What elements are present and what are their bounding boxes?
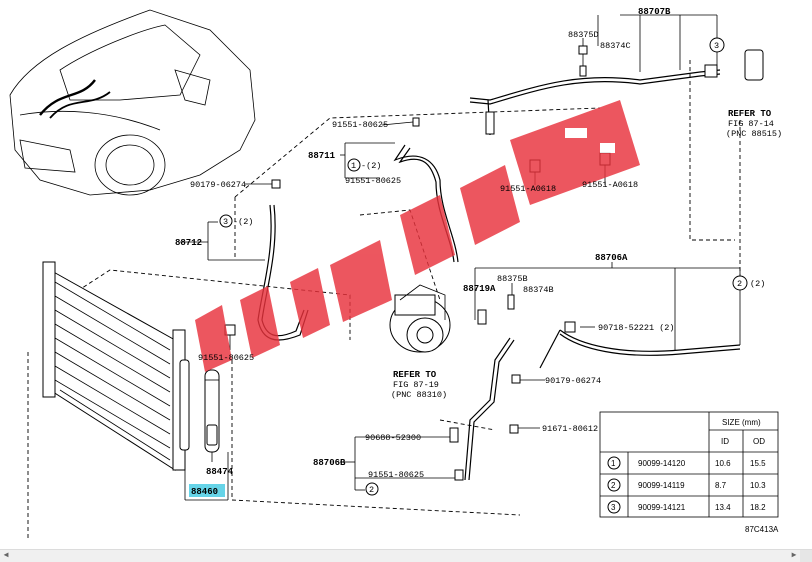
label-88707B[interactable]: 88707B — [638, 7, 671, 17]
refer-mid-line2: FIG 87-19 — [393, 380, 439, 390]
table-row: 2 90099-14119 8.7 10.3 — [607, 478, 766, 492]
svg-text:2: 2 — [611, 481, 616, 490]
svg-text:90099-14120: 90099-14120 — [638, 459, 686, 468]
pipe-88707B — [469, 69, 721, 136]
refer-top-line3: (PNC 88515) — [726, 129, 782, 139]
label-88712[interactable]: 88712 — [175, 238, 202, 248]
label-88719A[interactable]: 88719A — [463, 284, 496, 294]
label-91551-80625-c[interactable]: 91551-80625 — [198, 353, 254, 363]
label-91551-80625-b[interactable]: 91551-80625 — [345, 176, 401, 186]
svg-text:10.3: 10.3 — [750, 481, 766, 490]
svg-text:-(2): -(2) — [361, 161, 381, 171]
refer-top-line2: FIG 87-14 — [728, 119, 774, 129]
compressor-unit — [389, 284, 451, 353]
svg-text:3: 3 — [611, 503, 616, 512]
label-91551-80625-top[interactable]: 91551-80625 — [332, 120, 388, 130]
scroll-left-arrow-icon[interactable]: ◀ — [3, 551, 9, 560]
label-91551-A0618-b[interactable]: 91551-A0618 — [582, 180, 638, 190]
pipe-88706B — [464, 337, 515, 481]
label-90179-06274-a[interactable]: 90179-06274 — [190, 180, 246, 190]
watermark-logo — [195, 100, 640, 372]
scrollbar-corner — [800, 550, 812, 562]
hose-size-table: SIZE (mm) ID OD 1 90099-14120 10.6 15.5 … — [599, 411, 779, 518]
label-91671-80612[interactable]: 91671-80612 — [542, 424, 598, 434]
label-91551-80625-d[interactable]: 91551-80625 — [368, 470, 424, 480]
label-88460[interactable]: 88460 — [191, 487, 218, 497]
svg-text:18.2: 18.2 — [750, 503, 766, 512]
refer-mid-line3: (PNC 88310) — [391, 390, 447, 400]
label-90688-52300[interactable]: 90688-52300 — [365, 433, 421, 443]
label-91551-A0618-a[interactable]: 91551-A0618 — [500, 184, 556, 194]
refer-mid-line1: REFER TO — [393, 370, 437, 380]
refer-top-line1: REFER TO — [728, 109, 772, 119]
table-header-od: OD — [753, 437, 765, 446]
svg-text:10.6: 10.6 — [715, 459, 731, 468]
svg-text:3: 3 — [714, 41, 719, 51]
circle-markers: 3 1 3 2 2 — [219, 37, 748, 496]
svg-text:2: 2 — [369, 485, 374, 495]
marker-3-top — [709, 37, 725, 53]
label-88711[interactable]: 88711 — [308, 151, 336, 161]
part-labels: 88707B 88375D 88374C REFER TO FIG 87-14 … — [175, 7, 782, 534]
label-88706A[interactable]: 88706A — [595, 253, 628, 263]
marker-1-88711 — [347, 158, 361, 172]
svg-text:3: 3 — [223, 217, 228, 227]
label-88374C[interactable]: 88374C — [600, 41, 631, 51]
vehicle-outline-illustration — [9, 9, 256, 196]
highlight-88460 — [189, 484, 225, 497]
pipe-88706A — [539, 329, 741, 369]
parts-diagram: 3 1 3 2 2 88707B 88375D 88374C REFER TO … — [9, 7, 782, 540]
svg-text:13.4: 13.4 — [715, 503, 731, 512]
svg-text:2: 2 — [737, 279, 742, 289]
svg-text:15.5: 15.5 — [750, 459, 766, 468]
table-header-size: SIZE (mm) — [722, 418, 761, 427]
svg-text:-(2): -(2) — [233, 217, 253, 227]
label-88474[interactable]: 88474 — [206, 467, 234, 477]
receiver-dryer-88474 — [204, 369, 220, 453]
horizontal-scrollbar[interactable]: ◀ ▶ — [0, 549, 812, 562]
svg-text:8.7: 8.7 — [715, 481, 727, 490]
diagram-code: 87C413A — [745, 525, 779, 534]
svg-text:90099-14119: 90099-14119 — [638, 481, 685, 490]
label-88375D[interactable]: 88375D — [568, 30, 599, 40]
svg-text:1: 1 — [611, 459, 616, 468]
marker-2-right — [732, 275, 748, 291]
marker-2-88706B — [365, 482, 379, 496]
label-88375B[interactable]: 88375B — [497, 274, 528, 284]
scroll-right-arrow-icon[interactable]: ▶ — [791, 551, 797, 560]
table-header-id: ID — [721, 437, 729, 446]
svg-text:90099-14121: 90099-14121 — [638, 503, 686, 512]
svg-text:1: 1 — [351, 161, 356, 171]
label-90718-52221[interactable]: 90718-52221 (2) — [598, 323, 675, 333]
label-90179-06274-b[interactable]: 90179-06274 — [545, 376, 601, 386]
label-88706B[interactable]: 88706B — [313, 458, 346, 468]
marker-3-88712 — [219, 214, 233, 228]
label-88374B[interactable]: 88374B — [523, 285, 554, 295]
table-row: 3 90099-14121 13.4 18.2 — [607, 500, 766, 514]
table-row: 1 90099-14120 10.6 15.5 — [607, 456, 766, 470]
svg-text:(2): (2) — [750, 279, 765, 289]
condenser-assembly — [42, 261, 190, 471]
